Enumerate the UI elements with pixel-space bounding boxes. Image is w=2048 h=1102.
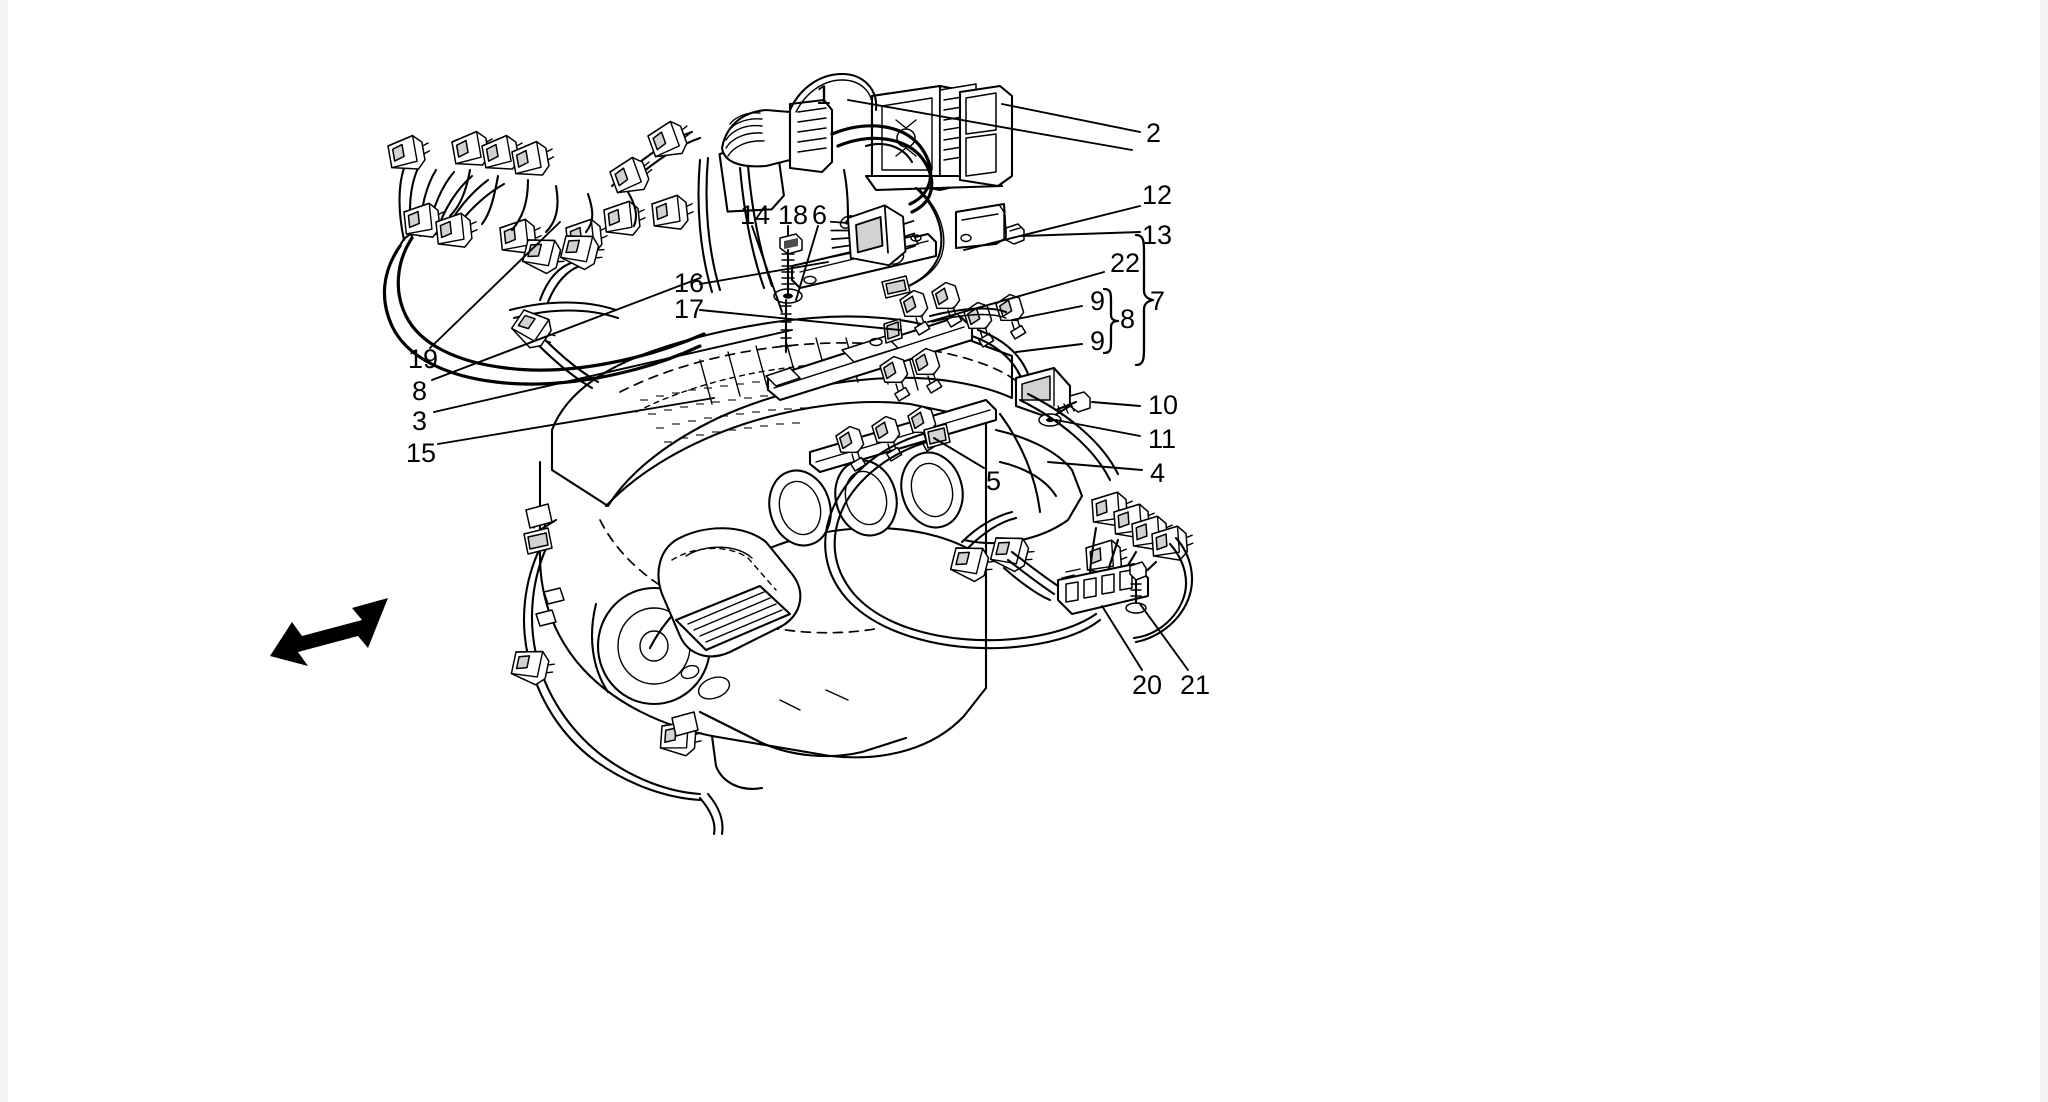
callout-12[interactable]: 12 (1142, 180, 1173, 210)
callout-8-right[interactable]: 8 (1120, 304, 1136, 334)
callout-7[interactable]: 7 (1150, 286, 1166, 316)
callout-16[interactable]: 16 (674, 268, 705, 298)
harness-center-to-ecu (697, 72, 934, 294)
callout-9-lower[interactable]: 9 (1090, 326, 1106, 356)
callout-5[interactable]: 5 (986, 466, 1002, 496)
callout-6[interactable]: 6 (812, 200, 828, 230)
page-gutter-right (2040, 0, 2048, 1102)
direction-of-travel-arrow (270, 598, 388, 666)
callout-18[interactable]: 18 (778, 200, 809, 230)
ground-cable-assembly (881, 186, 1025, 299)
callout-13[interactable]: 13 (1142, 220, 1173, 250)
brace-group-8 (1102, 288, 1120, 354)
callout-21[interactable]: 21 (1180, 670, 1211, 700)
callout-14[interactable]: 14 (740, 200, 771, 230)
callout-19[interactable]: 19 (408, 344, 439, 374)
callout-2[interactable]: 2 (1146, 118, 1162, 148)
brace-group-7 (1134, 234, 1155, 366)
callout-9-upper[interactable]: 9 (1090, 286, 1106, 316)
callout-3[interactable]: 3 (412, 406, 428, 436)
callout-1[interactable]: 1 (816, 80, 832, 110)
stud-nut-spacer-group (773, 233, 803, 354)
callout-20[interactable]: 20 (1132, 670, 1163, 700)
callout-17[interactable]: 17 (674, 294, 705, 324)
harness-left-branch (382, 115, 706, 390)
callout-11[interactable]: 11 (1148, 424, 1177, 454)
callout-8-left[interactable]: 8 (412, 376, 428, 406)
callout-4[interactable]: 4 (1150, 458, 1166, 488)
callout-10[interactable]: 10 (1148, 390, 1179, 420)
callout-22[interactable]: 22 (1110, 248, 1141, 278)
fuel-rail-assembly-7 (765, 279, 1032, 475)
engine-block-illustration (538, 315, 1084, 790)
connector-bracket-assembly (1002, 490, 1195, 644)
page-gutter-left (0, 0, 8, 1102)
leader-lines (429, 99, 1189, 671)
harness-right-branch (824, 328, 1120, 650)
ecu-assembly (864, 83, 1014, 192)
callout-15[interactable]: 15 (406, 438, 437, 468)
lower-cable-runs (509, 503, 724, 836)
